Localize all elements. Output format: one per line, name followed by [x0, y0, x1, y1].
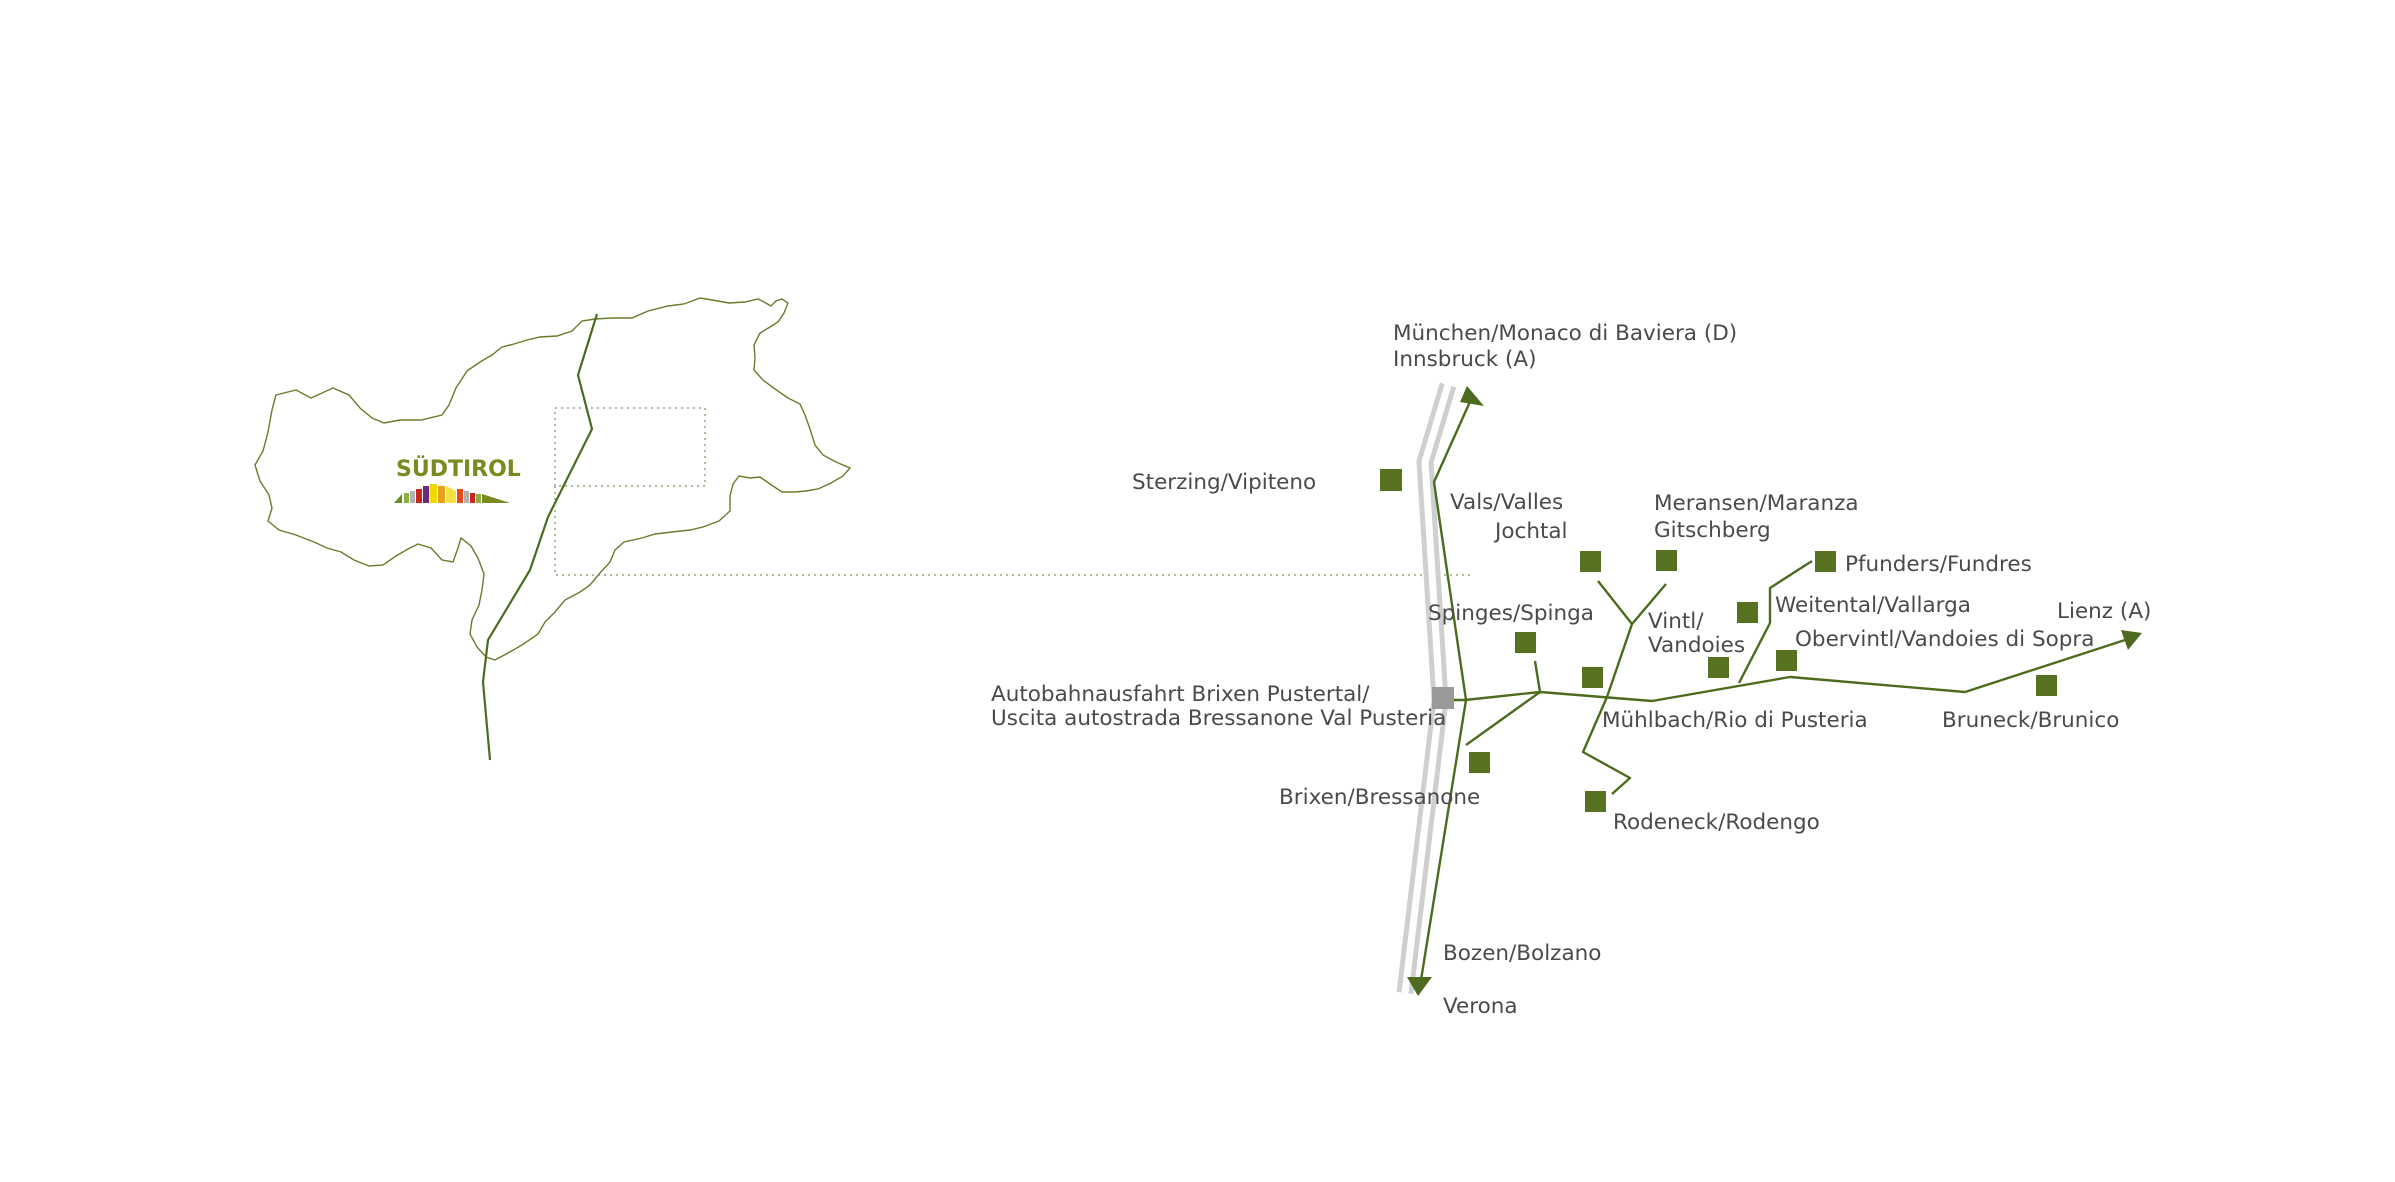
route-pustertal [1444, 638, 2126, 703]
marker-bruneck [2036, 675, 2057, 696]
marker-muehlbach [1708, 657, 1729, 678]
arrow-south-icon [1407, 977, 1432, 996]
marker-sterzing [1380, 469, 1402, 491]
suedtirol-logo: SÜDTIROL [394, 456, 521, 503]
label-south-2: Verona [1443, 994, 1518, 1019]
label-pfunders: Pfunders/Fundres [1845, 552, 2032, 577]
label-meransen-2: Gitschberg [1654, 518, 1771, 543]
marker-weitental [1737, 602, 1758, 623]
detail-map: München/Monaco di Baviera (D) Innsbruck … [991, 321, 2151, 1019]
route-pfunders-branch [1737, 559, 1813, 684]
label-rodeneck: Rodeneck/Rodengo [1613, 810, 1820, 835]
marker-jochtal [1580, 551, 1601, 572]
label-vintl-1: Vintl/ [1648, 609, 1704, 634]
label-meransen-1: Meransen/Maranza [1654, 491, 1859, 516]
route-lines [1419, 394, 2126, 981]
route-south [1419, 699, 1468, 981]
marker-spinges [1515, 632, 1536, 653]
label-north-1: München/Monaco di Baviera (D) [1393, 321, 1737, 346]
route-north [1432, 394, 1475, 701]
label-sterzing: Sterzing/Vipiteno [1132, 470, 1316, 495]
label-south-1: Bozen/Bolzano [1443, 941, 1601, 966]
logo-stripes [394, 484, 510, 503]
region-overview-map [254, 297, 1470, 761]
place-markers [1380, 469, 2057, 812]
marker-meransen [1656, 550, 1677, 571]
marker-pfunders [1815, 551, 1836, 572]
marker-vintl [1582, 667, 1603, 688]
marker-obervintl [1776, 650, 1797, 671]
label-lienz: Lienz (A) [2057, 599, 2151, 624]
marker-brixen [1469, 752, 1490, 773]
label-vintl-2: Vandoies [1648, 633, 1745, 658]
logo-text: SÜDTIROL [396, 456, 521, 482]
route-brixen-branch [1465, 691, 1541, 746]
label-north-2: Innsbruck (A) [1393, 347, 1537, 372]
route-rodeneck-branch [1581, 696, 1632, 795]
label-bruneck: Bruneck/Brunico [1942, 708, 2119, 733]
arrow-north-icon [1460, 386, 1484, 406]
route-meransen-branch [1597, 580, 1667, 698]
marker-rodeneck [1585, 791, 1606, 812]
label-exit-2: Uscita autostrada Bressanone Val Pusteri… [991, 706, 1446, 731]
label-jochtal: Jochtal [1493, 519, 1568, 544]
label-obervintl: Obervintl/Vandoies di Sopra [1795, 627, 2094, 652]
label-spinges: Spinges/Spinga [1428, 601, 1594, 626]
detail-area-frame [554, 407, 706, 487]
motorway [1396, 382, 1457, 995]
region-route-line [481, 313, 599, 761]
route-spinges-branch [1533, 660, 1542, 693]
label-muehlbach: Mühlbach/Rio di Pusteria [1602, 708, 1868, 733]
label-brixen: Brixen/Bressanone [1279, 785, 1480, 810]
label-vals: Vals/Valles [1450, 490, 1563, 515]
connector-dotted-line [554, 486, 1470, 576]
place-labels: München/Monaco di Baviera (D) Innsbruck … [991, 321, 2151, 1019]
label-exit-1: Autobahnausfahrt Brixen Pustertal/ [991, 682, 1370, 707]
marker-motorway-exit [1432, 687, 1454, 709]
region-outline [254, 297, 852, 661]
label-weitental: Weitental/Vallarga [1775, 593, 1971, 618]
arrow-east-icon [2121, 630, 2142, 650]
